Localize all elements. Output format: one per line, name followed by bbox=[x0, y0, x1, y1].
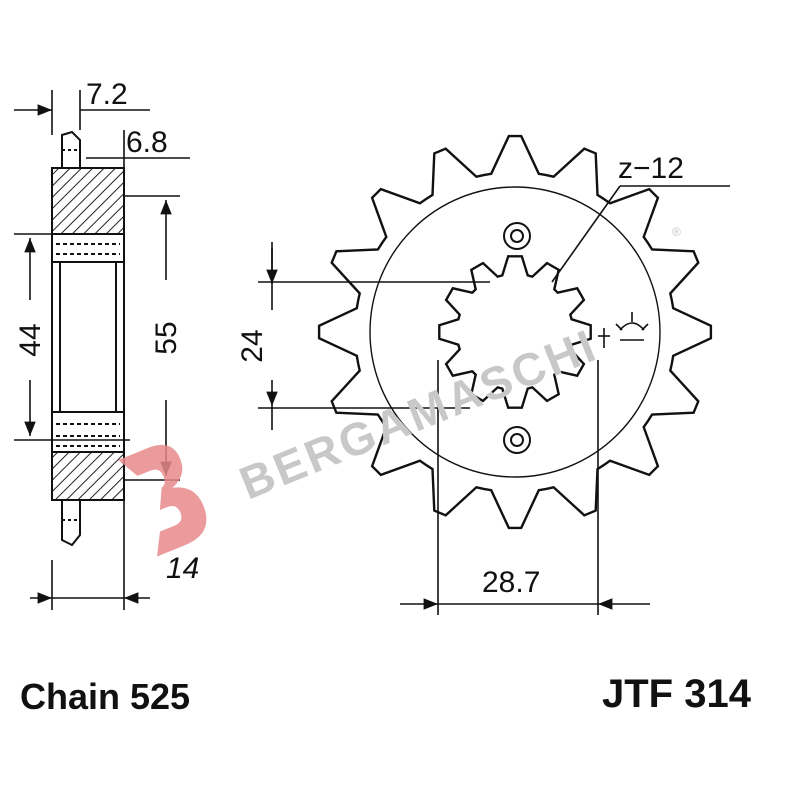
side-bore bbox=[59, 261, 117, 413]
chain-label: Chain 525 bbox=[20, 676, 191, 717]
teeth-count: z−12 bbox=[618, 152, 684, 185]
dim-7-2: 7.2 bbox=[86, 78, 128, 111]
side-view bbox=[51, 130, 125, 547]
front-view bbox=[317, 134, 713, 530]
dim-55: 55 bbox=[150, 321, 183, 354]
pitch-circle bbox=[369, 186, 661, 478]
dim-28-7: 28.7 bbox=[482, 566, 540, 599]
dim-44: 44 bbox=[14, 323, 47, 356]
inner-spline-outline bbox=[438, 255, 592, 409]
registered-mark: ® bbox=[672, 225, 681, 239]
direction-mark-icon bbox=[598, 312, 649, 348]
side-lower-flange-hatch bbox=[51, 451, 125, 501]
side-upper-flange-hatch bbox=[51, 167, 125, 235]
dim-6-8: 6.8 bbox=[126, 126, 168, 159]
dim-24: 24 bbox=[236, 329, 269, 362]
bergamaschi-logo-icon bbox=[118, 444, 207, 557]
front-dimension-lines bbox=[258, 185, 730, 615]
side-dimension-lines bbox=[14, 90, 190, 610]
dim-14: 14 bbox=[166, 552, 199, 585]
upper-bolt-hole bbox=[503, 222, 531, 250]
lower-bolt-hole bbox=[503, 426, 531, 454]
side-upper-hub bbox=[51, 233, 125, 263]
outer-sprocket-outline bbox=[317, 134, 713, 530]
part-number: JTF 314 bbox=[602, 672, 751, 716]
side-lower-tooth bbox=[61, 499, 81, 547]
bergamaschi-text: BERGAMASCHI bbox=[232, 318, 604, 509]
